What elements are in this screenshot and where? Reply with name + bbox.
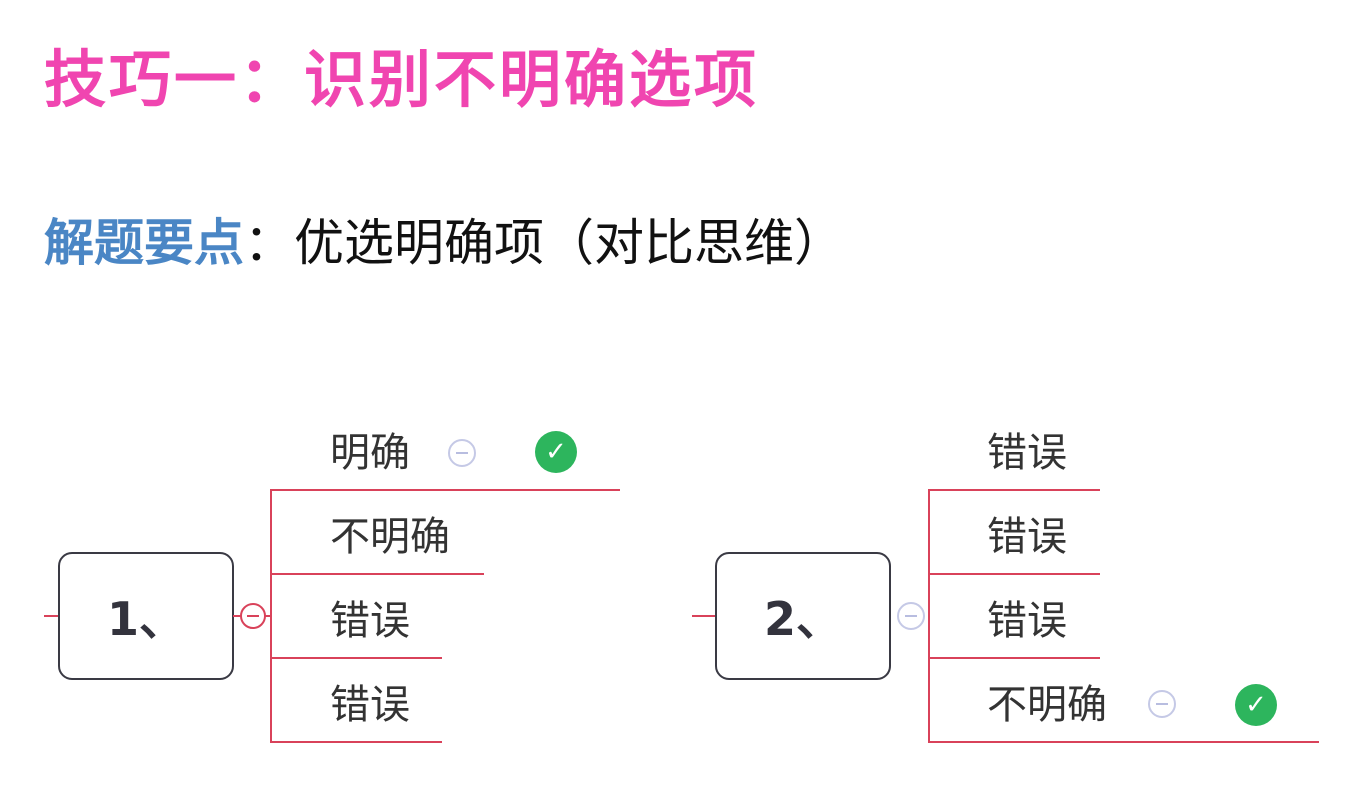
branch-spine-line — [928, 489, 930, 743]
root-node[interactable]: 2、 — [715, 552, 891, 680]
collapse-minus-icon[interactable] — [240, 603, 266, 629]
branch-label[interactable]: 不明确 — [330, 514, 450, 560]
branch-underline — [270, 573, 484, 575]
collapse-minus-icon[interactable] — [897, 602, 925, 630]
branch-spine-line — [270, 489, 272, 743]
branch-underline — [270, 489, 620, 491]
branch-label[interactable]: 明确 — [330, 430, 410, 476]
root-node[interactable]: 1、 — [58, 552, 234, 680]
toggle-to-spine-line — [265, 615, 272, 617]
branch-underline — [270, 741, 442, 743]
key-point-label: 解题要点 — [44, 214, 244, 272]
branch-label[interactable]: 错误 — [330, 598, 410, 644]
root-to-toggle-line — [233, 615, 241, 617]
branch-label[interactable]: 不明确 — [987, 682, 1107, 728]
key-point-separator: ： — [244, 214, 294, 272]
root-connector-line — [692, 615, 716, 617]
page-title: 技巧一：识别不明确选项 — [44, 43, 760, 116]
branch-underline — [928, 489, 1100, 491]
branch-label[interactable]: 错误 — [987, 514, 1067, 560]
branch-underline — [928, 657, 1100, 659]
branch-underline — [270, 657, 442, 659]
branch-label[interactable]: 错误 — [987, 598, 1067, 644]
branch-underline — [928, 573, 1100, 575]
collapse-minus-icon[interactable] — [1148, 690, 1176, 718]
branch-label[interactable]: 错误 — [987, 430, 1067, 476]
branch-label[interactable]: 错误 — [330, 682, 410, 728]
check-circle-icon: ✓ — [535, 431, 577, 473]
root-connector-line — [44, 615, 60, 617]
key-point: 解题要点：优选明确项（对比思维） — [44, 208, 844, 278]
key-point-text: 优选明确项（对比思维） — [294, 214, 844, 272]
collapse-minus-icon[interactable] — [448, 439, 476, 467]
check-circle-icon: ✓ — [1235, 684, 1277, 726]
branch-underline — [928, 741, 1319, 743]
